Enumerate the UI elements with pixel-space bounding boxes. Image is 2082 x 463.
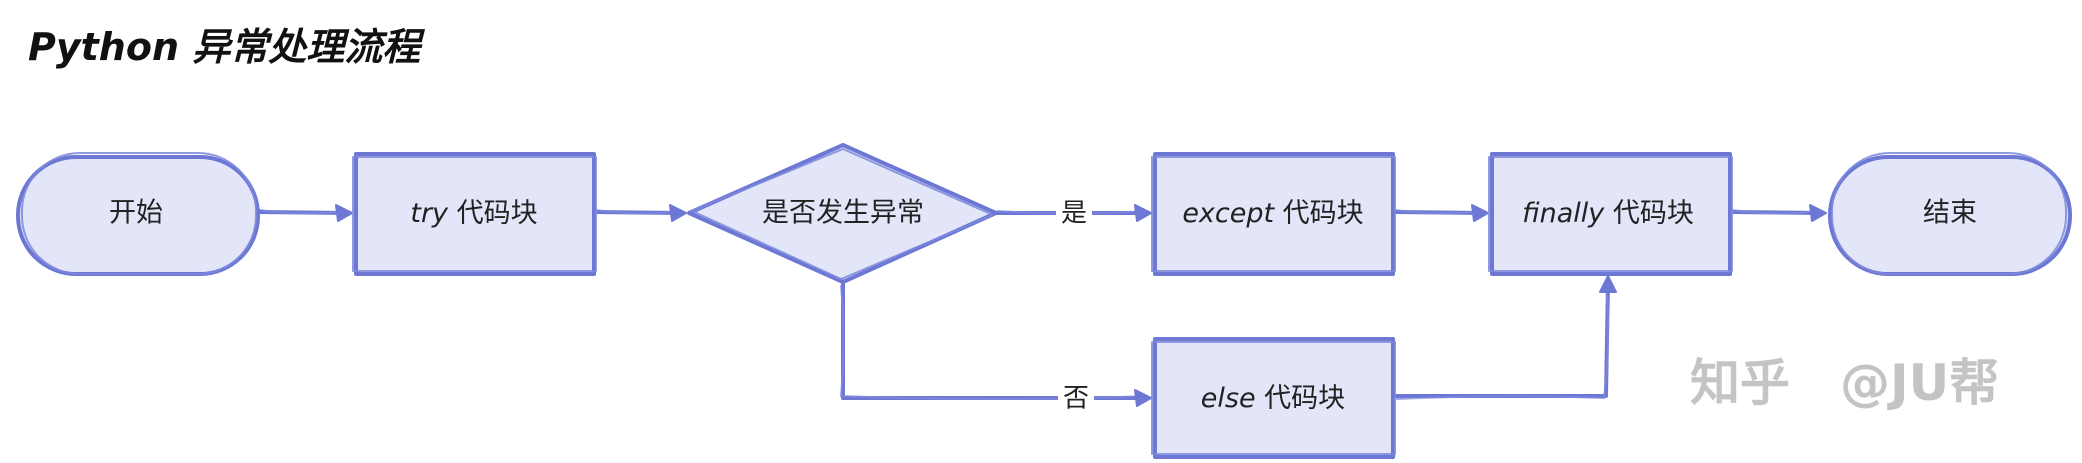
edge-except-to-finally: [1391, 204, 1489, 222]
node-except-block: except 代码块: [1151, 152, 1396, 276]
node-start-label: 开始: [109, 198, 163, 229]
watermark-brand: 知乎: [1690, 354, 1790, 412]
edge-try-to-decision: [592, 204, 687, 222]
edge-label-yes: 是: [1061, 199, 1087, 229]
node-try-block-keyword: try: [410, 198, 449, 229]
node-except-block-text: except 代码块: [1182, 198, 1363, 229]
node-decision: 是否发生异常: [687, 143, 998, 284]
node-else-block-label: 代码块: [1256, 383, 1346, 414]
node-try-block-label: 代码块: [448, 198, 538, 229]
node-finally-block-keyword: finally: [1522, 198, 1605, 229]
node-try-block: try 代码块: [352, 152, 597, 276]
node-decision-label: 是否发生异常: [762, 198, 924, 229]
edge-else-to-finally: [1393, 275, 1617, 400]
node-else-block: else 代码块: [1151, 337, 1396, 459]
node-try-block-text: try 代码块: [410, 198, 537, 229]
node-finally-block: finally 代码块: [1488, 152, 1733, 276]
node-else-block-text: else 代码块: [1201, 383, 1345, 414]
edge-start-to-try: [256, 204, 353, 222]
node-except-block-label: 代码块: [1274, 198, 1364, 229]
node-finally-block-label: 代码块: [1604, 198, 1694, 229]
node-end: 结束: [1828, 152, 2072, 276]
node-finally-block-text: finally 代码块: [1522, 198, 1694, 229]
diagram-title: Python 异常处理流程: [28, 25, 425, 69]
watermark: 知乎 @JU帮: [1690, 354, 1999, 412]
node-start: 开始: [16, 152, 260, 276]
edge-finally-to-end: [1728, 204, 1827, 222]
node-end-label: 结束: [1923, 198, 1977, 229]
edge-decision-to-except: 是: [994, 196, 1152, 230]
edge-label-no: 否: [1063, 384, 1089, 414]
watermark-author: @JU帮: [1840, 354, 1999, 412]
node-except-block-keyword: except: [1182, 198, 1275, 229]
node-else-block-keyword: else: [1201, 383, 1256, 414]
edge-decision-to-else: 否: [839, 281, 1152, 415]
